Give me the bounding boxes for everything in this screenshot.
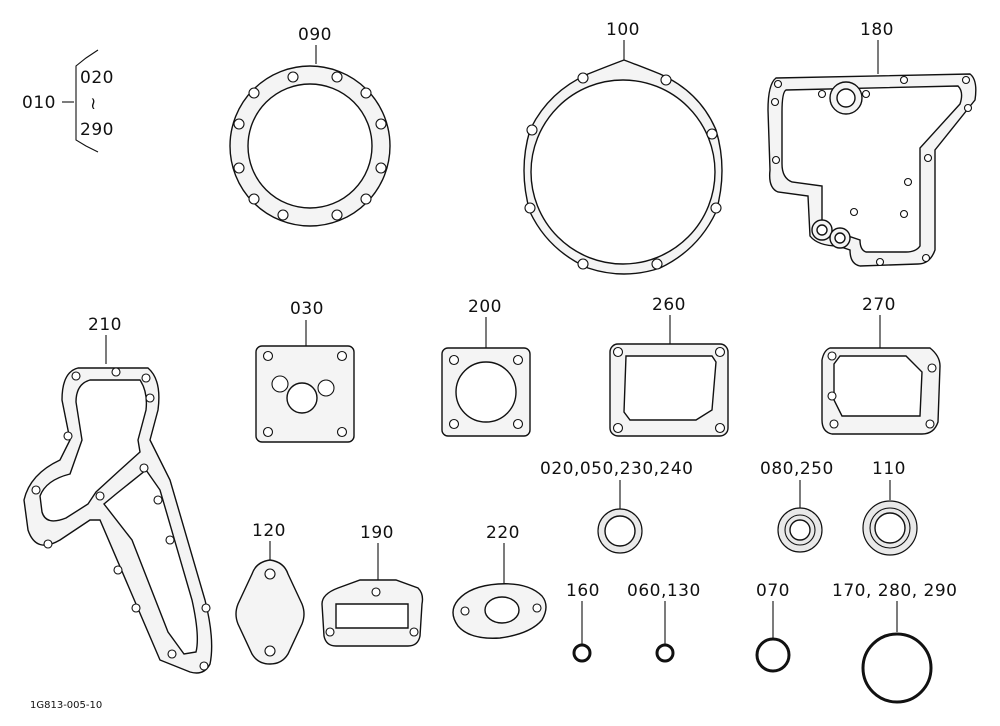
group-010-bracket: 010 020 ≀ 290 [22,49,114,153]
label-090: 090 [298,25,332,45]
gasket-220: 220 [452,523,547,639]
gasket-260-bolt-holes [612,346,726,434]
label-080-250: 080,250 [760,459,834,479]
gasket-210-bolt-holes [31,367,211,671]
label-170-280-290: 170, 280, 290 [832,581,957,601]
gasket-200: 200 [441,297,531,437]
label-200: 200 [468,297,502,317]
gasket-260: 260 [609,295,729,437]
gasket-030-bolt-holes [262,350,348,438]
gasket-200-bolt-holes [448,354,524,430]
o-ring-170-280-290: 170, 280, 290 [832,581,957,704]
label-220: 220 [486,523,520,543]
gasket-210: 210 [23,315,213,674]
label-190: 190 [360,523,394,543]
gasket-180-bolt-holes [770,75,973,267]
label-070: 070 [756,581,790,601]
label-270: 270 [862,295,896,315]
gasket-270-bolt-holes [827,351,937,429]
seal-ring-080-250: 080,250 [760,459,834,553]
label-020-range-start: 020 [80,68,114,88]
o-ring-070: 070 [755,581,791,673]
gasket-270: 270 [821,295,941,435]
label-030: 030 [290,299,324,319]
label-010: 010 [22,93,56,113]
o-ring-060-130: 060,130 [627,581,701,663]
gasket-180: 180 [767,20,977,267]
gasket-220-bolt-holes [460,603,542,616]
gasket-120-bolt-holes [264,568,276,657]
label-020-050-230-240: 020,050,230,240 [540,459,694,479]
seal-ring-110: 110 [862,459,918,556]
seal-ring-020-050-230-240: 020,050,230,240 [540,459,694,554]
drawing-code: 1G813-005-10 [30,700,102,711]
gasket-190: 190 [321,523,424,647]
label-060-130: 060,130 [627,581,701,601]
gasket-090: 090 [229,25,391,227]
label-100: 100 [606,20,640,40]
label-260: 260 [652,295,686,315]
gasket-030: 030 [255,299,355,443]
gasket-100-bolt-holes [524,72,722,270]
o-ring-160: 160 [566,581,600,663]
gasket-190-bolt-holes [325,587,419,637]
label-110: 110 [872,459,906,479]
label-160: 160 [566,581,600,601]
label-180: 180 [860,20,894,40]
label-range-tilde: ≀ [90,94,97,114]
label-210: 210 [88,315,122,335]
label-290-range-end: 290 [80,120,114,140]
gasket-120: 120 [235,521,305,665]
gasket-090-bolt-holes [233,71,387,221]
gasket-100: 100 [523,20,723,275]
label-120: 120 [252,521,286,541]
